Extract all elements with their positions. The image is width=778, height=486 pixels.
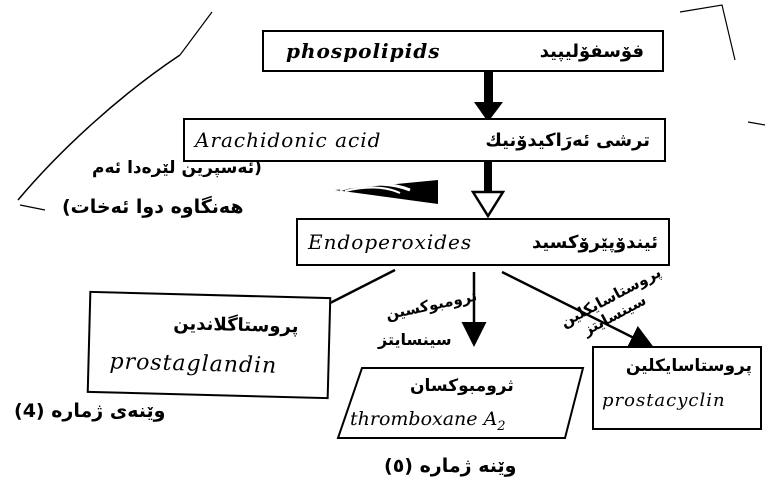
node-prostacyclin: پروستاسایکلین prostacyclin (592, 346, 762, 430)
prostaglandin-native-label: پروستاگلاندین (173, 313, 299, 338)
thromboxane-name: thromboxane A (350, 408, 498, 430)
thromboxane-latin-label: thromboxane A2 (350, 408, 506, 434)
phospholipids-latin-label: phospolipids (286, 39, 441, 63)
prostacyclin-latin-label: prostacyclin (602, 390, 726, 411)
decor-stroke-leftlow (19, 204, 46, 211)
arrow-arachidonic-to-endoperoxides (470, 160, 506, 219)
arachidonic-native-label: ترشی ئەرَاکیدۆنیك (485, 130, 650, 151)
thromboxane-native-label: ثرومبوکسان (410, 376, 514, 396)
endoperoxides-native-label: ئیندۆپێرۆکسید (531, 232, 658, 253)
aspirin-note-line1: (ئەسپرین لێرەدا ئەم (92, 158, 262, 178)
figure-4-caption: وێنەی ژمارە (4) (14, 400, 166, 422)
node-phospholipids: phospolipids فۆسفۆليپيد (262, 30, 664, 72)
arrow-phospholipids-to-arachidonic (474, 62, 503, 122)
thromboxane-subscript: 2 (497, 418, 506, 434)
arachidonic-latin-label: Arachidonic acid (195, 128, 382, 152)
prostaglandin-latin-label: prostaglandin (109, 349, 278, 379)
node-prostaglandin: پروستاگلاندین prostaglandin (86, 290, 332, 400)
thromboxane-synthase-line2: سینسایتز (378, 330, 452, 349)
decor-stroke-top (179, 11, 213, 56)
decor-stroke-topright (679, 4, 736, 61)
decor-stroke-right (747, 121, 766, 126)
endoperoxides-latin-label: Endoperoxides (308, 230, 473, 254)
decor-stroke-left (17, 54, 181, 201)
figure-5-caption: وێنە ژمارە (٥) (384, 455, 517, 477)
phospholipids-native-label: فۆسفۆليپيد (539, 41, 644, 62)
arrow-to-prostacyclin (501, 270, 655, 349)
thromboxane-trapezoid (336, 367, 585, 439)
aspirin-note-line2: هەنگاوە دوا ئەخات) (62, 196, 244, 218)
node-arachidonic-acid: Arachidonic acid ترشی ئەرَاکیدۆنیك (183, 118, 666, 162)
prostacyclin-native-label: پروستاسایکلین (625, 356, 752, 376)
aspirin-inhibition-arrow (335, 180, 438, 204)
node-endoperoxides: Endoperoxides ئیندۆپێرۆکسید (296, 218, 670, 266)
